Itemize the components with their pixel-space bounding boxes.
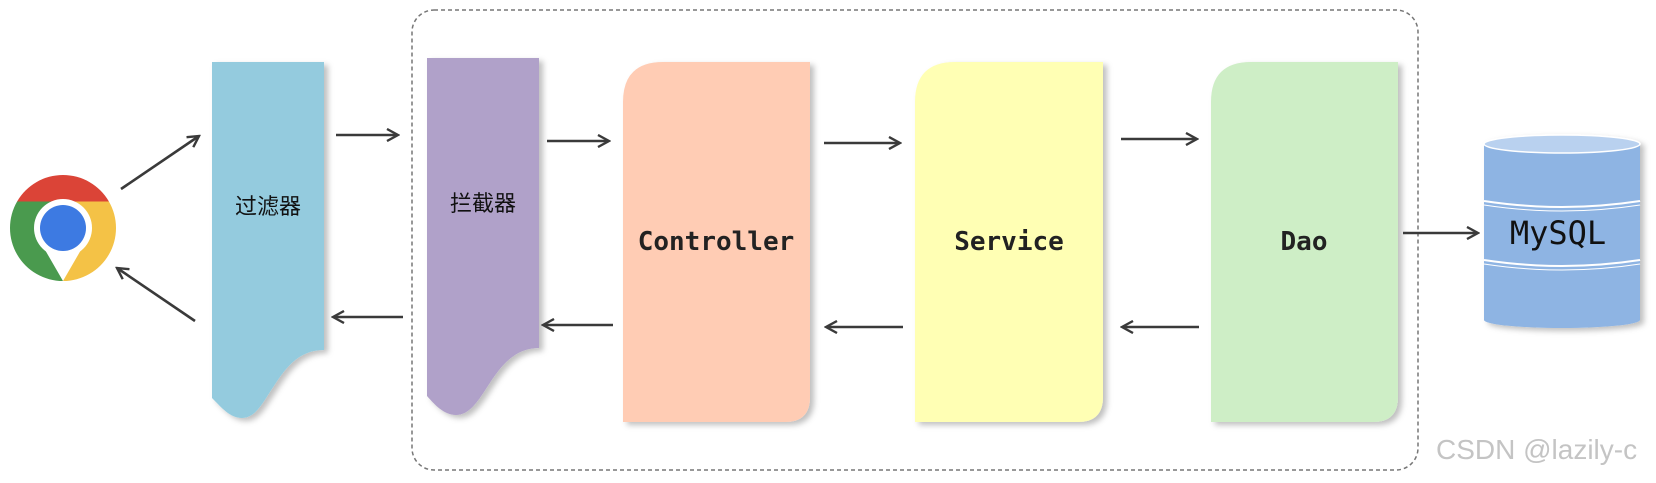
filter-label: 过滤器: [235, 195, 301, 220]
controller-box: [623, 62, 810, 422]
watermark: CSDN @lazily-c: [1436, 434, 1638, 465]
chrome-icon: [9, 174, 117, 281]
database-label: MySQL: [1510, 214, 1606, 252]
arrow-browser-to-filter: [120, 136, 199, 191]
interceptor-box: [427, 58, 539, 415]
arrow-filter-to-browser: [117, 268, 196, 323]
dao-label: Dao: [1281, 227, 1328, 257]
controller-label: Controller: [638, 227, 795, 257]
database-cylinder: [1483, 134, 1641, 328]
filter-box: [212, 62, 324, 418]
service-label: Service: [954, 227, 1064, 257]
interceptor-label: 拦截器: [450, 192, 516, 217]
container-border: [411, 9, 1419, 471]
dao-box: [1211, 62, 1398, 422]
service-box: [915, 62, 1103, 422]
